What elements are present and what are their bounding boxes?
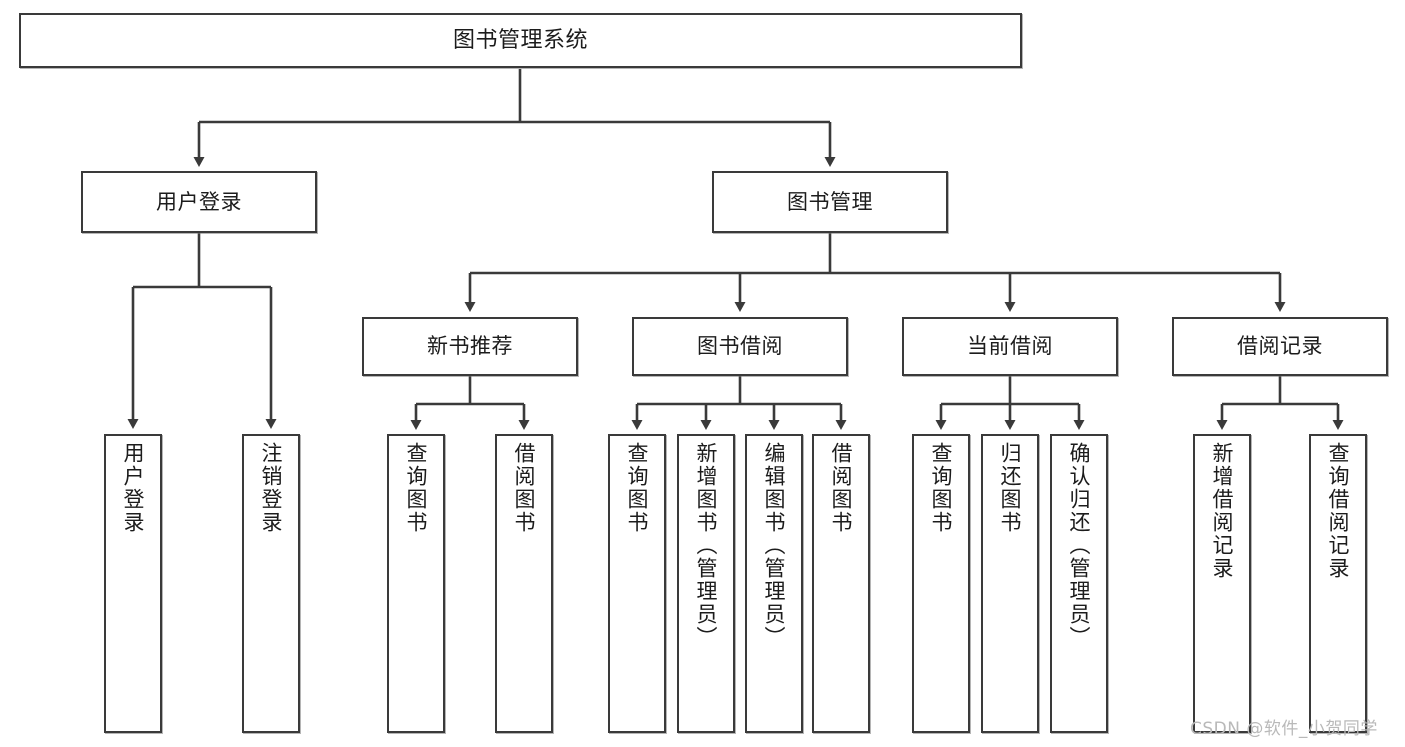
- node-leaf-query-book-recommend[interactable]: 查询图书: [387, 434, 445, 733]
- node-leaf-logout-label: 注销登录: [259, 442, 284, 534]
- node-leaf-user-login-label: 用户登录: [121, 442, 146, 534]
- node-leaf-confirm-return-admin-label: 确认归还（管理员）: [1067, 442, 1092, 649]
- node-current-borrow[interactable]: 当前借阅: [902, 317, 1118, 376]
- node-leaf-logout[interactable]: 注销登录: [242, 434, 300, 733]
- node-leaf-add-borrow-record[interactable]: 新增借阅记录: [1193, 434, 1251, 733]
- node-leaf-edit-book-admin-label: 编辑图书（管理员）: [762, 442, 787, 649]
- node-leaf-borrow-book-recommend-label: 借阅图书: [512, 442, 537, 534]
- node-leaf-edit-book-admin[interactable]: 编辑图书（管理员）: [745, 434, 803, 733]
- node-book-borrow-label: 图书借阅: [697, 334, 783, 359]
- node-leaf-query-book-borrow-label: 查询图书: [625, 442, 650, 534]
- node-borrow-record[interactable]: 借阅记录: [1172, 317, 1388, 376]
- node-user-login-label: 用户登录: [156, 189, 242, 214]
- node-leaf-query-book-current-label: 查询图书: [929, 442, 954, 534]
- node-leaf-borrow-book-recommend[interactable]: 借阅图书: [495, 434, 553, 733]
- node-leaf-query-book-current[interactable]: 查询图书: [912, 434, 970, 733]
- node-leaf-add-borrow-record-label: 新增借阅记录: [1210, 442, 1235, 580]
- node-leaf-add-book-admin-label: 新增图书（管理员）: [694, 442, 719, 649]
- node-root-label: 图书管理系统: [452, 27, 588, 53]
- node-leaf-query-borrow-record-label: 查询借阅记录: [1326, 442, 1351, 580]
- node-user-login[interactable]: 用户登录: [81, 171, 317, 233]
- node-leaf-query-borrow-record[interactable]: 查询借阅记录: [1309, 434, 1367, 733]
- node-book-management-label: 图书管理: [787, 189, 873, 214]
- node-leaf-confirm-return-admin[interactable]: 确认归还（管理员）: [1050, 434, 1108, 733]
- node-leaf-return-book-label: 归还图书: [998, 442, 1023, 534]
- node-book-borrow[interactable]: 图书借阅: [632, 317, 848, 376]
- node-leaf-query-book-borrow[interactable]: 查询图书: [608, 434, 666, 733]
- node-borrow-record-label: 借阅记录: [1237, 334, 1323, 359]
- node-leaf-borrow-book[interactable]: 借阅图书: [812, 434, 870, 733]
- node-book-management[interactable]: 图书管理: [712, 171, 948, 233]
- node-leaf-query-book-recommend-label: 查询图书: [404, 442, 429, 534]
- node-new-book-recommend[interactable]: 新书推荐: [362, 317, 578, 376]
- node-leaf-add-book-admin[interactable]: 新增图书（管理员）: [677, 434, 735, 733]
- node-current-borrow-label: 当前借阅: [967, 334, 1053, 359]
- node-leaf-user-login[interactable]: 用户登录: [104, 434, 162, 733]
- node-root[interactable]: 图书管理系统: [19, 13, 1022, 68]
- node-leaf-return-book[interactable]: 归还图书: [981, 434, 1039, 733]
- node-new-book-recommend-label: 新书推荐: [427, 334, 513, 359]
- node-leaf-borrow-book-label: 借阅图书: [829, 442, 854, 534]
- csdn-watermark: CSDN @软件_小贺同学: [1190, 719, 1378, 739]
